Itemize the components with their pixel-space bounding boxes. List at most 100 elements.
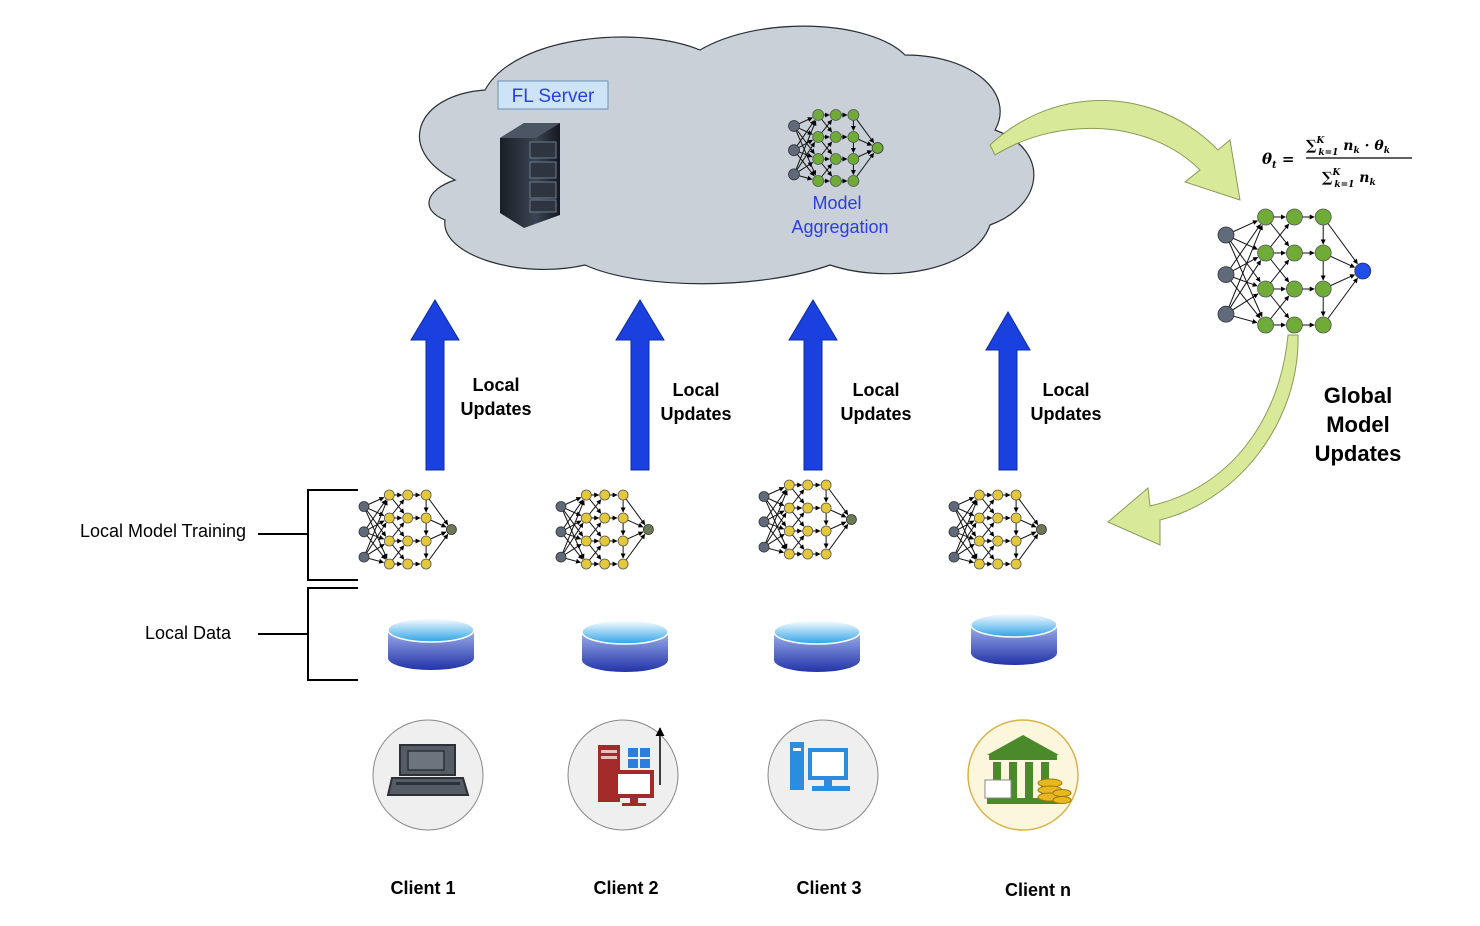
hidden-node <box>420 535 432 547</box>
network-edge <box>622 533 646 565</box>
network-edge <box>825 484 849 516</box>
client-n-label: Client n <box>1005 880 1071 900</box>
input-node <box>358 526 370 538</box>
hidden-node <box>1010 558 1022 570</box>
client-1-label: Client 1 <box>390 878 455 898</box>
network-edge <box>953 506 977 537</box>
hidden-node <box>580 489 592 501</box>
hidden-node <box>402 489 414 501</box>
network-edge <box>1225 224 1263 315</box>
output-node <box>871 142 884 154</box>
hidden-node <box>847 131 860 143</box>
desktop-computer-icon <box>790 742 850 791</box>
input-node <box>555 526 567 538</box>
hidden-node <box>829 153 842 165</box>
hidden-node <box>617 512 629 524</box>
database-icon <box>970 612 1058 665</box>
hidden-node <box>580 535 592 547</box>
hidden-node <box>1257 280 1274 298</box>
hidden-node <box>599 489 611 501</box>
hidden-node <box>420 489 432 501</box>
hidden-node <box>1257 316 1274 334</box>
hidden-node <box>992 535 1004 547</box>
hidden-node <box>783 479 795 491</box>
hidden-node <box>973 512 985 524</box>
hidden-node <box>973 558 985 570</box>
client-2-icon-circle <box>567 719 679 831</box>
output-node <box>846 514 857 525</box>
hidden-node <box>383 512 395 524</box>
hidden-node <box>802 525 814 537</box>
hidden-node <box>783 502 795 514</box>
hidden-node <box>599 535 611 547</box>
hidden-node <box>1010 512 1022 524</box>
network-edge <box>363 506 387 537</box>
input-node <box>555 551 567 563</box>
hidden-node <box>1286 244 1303 262</box>
local-updates-4-line2: Updates <box>1030 404 1101 424</box>
hidden-node <box>847 153 860 165</box>
local-updates-1-line2: Updates <box>460 399 531 419</box>
hidden-node <box>802 502 814 514</box>
hidden-node <box>802 548 814 560</box>
database-top <box>773 619 861 645</box>
hidden-node <box>402 558 414 570</box>
hidden-node <box>1010 535 1022 547</box>
network-edge <box>763 490 788 548</box>
fl-server-label-box <box>497 80 609 110</box>
network-edge <box>363 531 386 560</box>
hidden-node <box>1257 208 1274 226</box>
input-node <box>948 501 960 512</box>
input-node <box>1217 226 1235 244</box>
hidden-node <box>617 535 629 547</box>
network-edge <box>363 506 388 559</box>
output-node <box>643 524 654 535</box>
local-updates-3-line2: Updates <box>840 404 911 424</box>
network-edge <box>560 506 584 537</box>
hidden-node <box>1286 280 1303 298</box>
local-updates-4-line1: Local <box>1042 380 1089 400</box>
hidden-node <box>992 558 1004 570</box>
network-edge <box>1322 277 1358 326</box>
hidden-node <box>973 489 985 501</box>
network-edge <box>953 499 977 533</box>
client-2-label: Client 2 <box>593 878 658 898</box>
hidden-node <box>580 558 592 570</box>
client-n-icon-circle <box>967 719 1079 831</box>
client-3-local-network <box>758 479 857 560</box>
svg-text:∑Kk=1 nk: ∑Kk=1 nk <box>1322 168 1376 190</box>
network-edge <box>953 522 977 558</box>
database-top <box>970 612 1058 638</box>
client-1-local-network <box>358 489 457 570</box>
database-icon <box>581 619 669 672</box>
input-node <box>948 551 960 563</box>
input-node <box>948 526 960 538</box>
hidden-node <box>1286 316 1303 334</box>
hidden-node <box>992 512 1004 524</box>
client-1-icon-circle <box>372 719 484 831</box>
hidden-node <box>420 512 432 524</box>
up-arrow-3 <box>788 299 838 471</box>
database-top <box>581 619 669 645</box>
hidden-node <box>1314 208 1332 226</box>
global-updates-line3: Updates <box>1315 441 1402 466</box>
network-edge <box>1015 533 1039 565</box>
network-edge <box>763 521 786 550</box>
hidden-node <box>812 131 825 143</box>
global-updates-line2: Model <box>1326 412 1390 437</box>
input-node <box>758 491 770 502</box>
hidden-node <box>783 548 795 560</box>
hidden-node <box>383 489 395 501</box>
fl-server-label: FL Server <box>512 86 595 107</box>
hidden-node <box>1314 280 1332 298</box>
hidden-node <box>1314 316 1332 334</box>
client-n-local-network <box>948 489 1047 570</box>
network-edge <box>1015 494 1039 526</box>
hidden-node <box>829 131 842 143</box>
hidden-node <box>599 512 611 524</box>
local-update-arrows <box>410 299 1031 471</box>
hidden-node <box>402 535 414 547</box>
hidden-node <box>617 558 629 570</box>
network-edge <box>425 533 449 565</box>
